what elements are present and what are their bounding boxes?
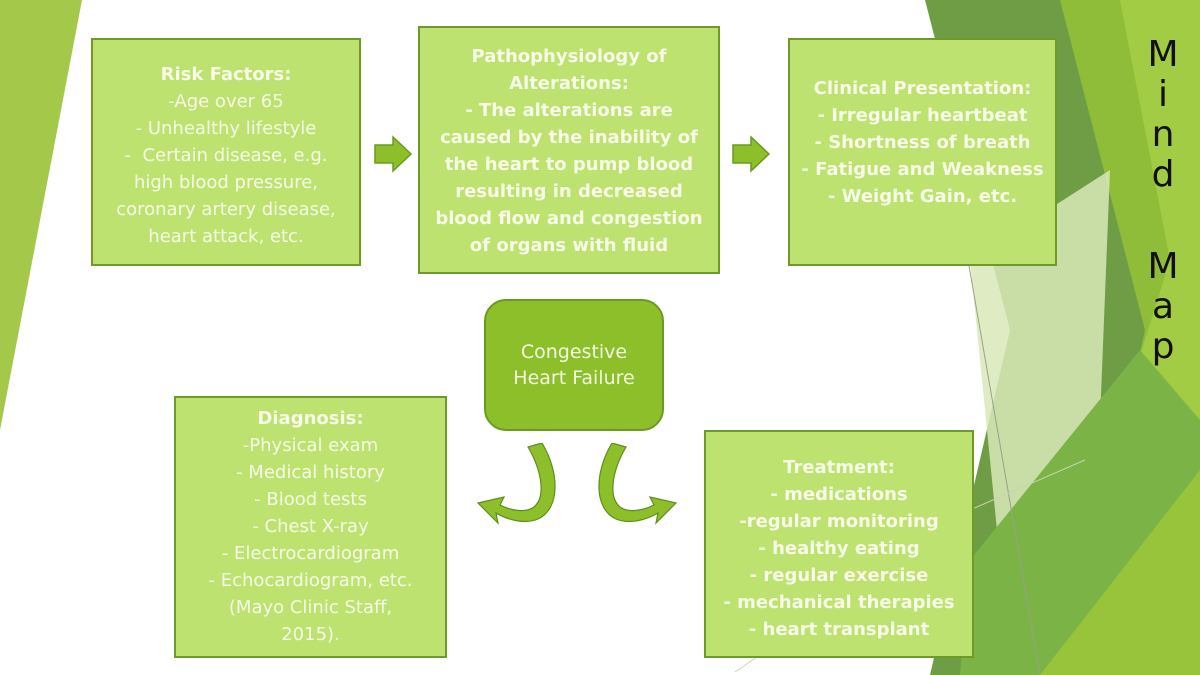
right-arrow-icon <box>374 135 413 173</box>
diagnosis-item: - Echocardiogram, etc. <box>208 570 413 591</box>
treatment-title: Treatment: <box>783 457 895 478</box>
pathophysiology-box: Pathophysiology of Alterations: - The al… <box>418 26 720 274</box>
title-letter: n <box>1151 114 1175 155</box>
risk-factor-item: high blood pressure, <box>133 172 319 193</box>
diagnosis-citation: 2015). <box>281 624 340 645</box>
right-arrow-icon <box>732 135 771 173</box>
pathophysiology-text: of organs with fluid <box>469 235 669 256</box>
curved-arrow-right-icon <box>598 443 678 525</box>
right-panel-bottom-light <box>1040 470 1200 675</box>
pathophysiology-title: Alterations: <box>509 73 629 94</box>
risk-factors-title: Risk Factors: <box>160 64 292 85</box>
clinical-presentation-item: - Shortness of breath <box>814 132 1031 153</box>
risk-factor-item: - Certain disease, e.g. <box>124 145 328 166</box>
diagnosis-citation: (Mayo Clinic Staff, <box>228 597 393 618</box>
clinical-presentation-title: Clinical Presentation: <box>813 78 1032 99</box>
title-letter: M <box>1147 34 1179 75</box>
diagnosis-box: Diagnosis: -Physical exam - Medical hist… <box>174 396 447 658</box>
title-letter: d <box>1151 154 1175 195</box>
treatment-item: - healthy eating <box>758 538 920 559</box>
pathophysiology-text: the heart to pump blood <box>444 154 694 175</box>
diagnosis-title: Diagnosis: <box>257 408 364 429</box>
risk-factors-box: Risk Factors: -Age over 65 - Unhealthy l… <box>91 38 361 266</box>
risk-factor-item: - Unhealthy lifestyle <box>135 118 317 139</box>
pathophysiology-text: blood flow and congestion <box>435 208 703 229</box>
treatment-item: - regular exercise <box>749 565 929 586</box>
treatment-box: Treatment: - medications -regular monito… <box>704 430 974 658</box>
pathophysiology-title: Pathophysiology of <box>471 46 667 67</box>
clinical-presentation-box: Clinical Presentation: - Irregular heart… <box>788 38 1057 266</box>
central-node-label: Heart Failure <box>513 367 635 389</box>
risk-factor-item: coronary artery disease, <box>116 199 336 220</box>
clinical-presentation-item: - Irregular heartbeat <box>817 105 1028 126</box>
title-letter: i <box>1157 74 1168 115</box>
treatment-item: -regular monitoring <box>739 511 939 532</box>
left-green-triangle <box>0 0 82 430</box>
risk-factor-item: heart attack, etc. <box>148 226 304 247</box>
diagnosis-item: - Blood tests <box>254 489 367 510</box>
thin-line <box>967 259 1041 675</box>
treatment-item: - heart transplant <box>748 619 930 640</box>
curved-arrow-left-icon <box>476 443 556 525</box>
title-letter: M <box>1147 246 1179 287</box>
pathophysiology-text: - The alterations are <box>465 100 673 121</box>
treatment-item: - mechanical therapies <box>723 592 955 613</box>
central-node-label: Congestive <box>520 341 628 363</box>
title-letter: p <box>1151 326 1175 367</box>
central-node-congestive-heart-failure: Congestive Heart Failure <box>484 299 664 431</box>
treatment-item: - medications <box>770 484 908 505</box>
diagnosis-item: -Physical exam <box>242 435 379 456</box>
slide-title-mind-map: M i n d M a p <box>1138 35 1188 367</box>
title-letter: a <box>1151 286 1175 327</box>
thin-line-2 <box>969 459 1086 511</box>
risk-factor-item: -Age over 65 <box>168 91 284 112</box>
diagnosis-item: - Electrocardiogram <box>221 543 400 564</box>
right-panel-pale <box>970 170 1110 560</box>
clinical-presentation-item: - Weight Gain, etc. <box>827 186 1018 207</box>
diagnosis-item: - Medical history <box>236 462 385 483</box>
pathophysiology-text: caused by the inability of <box>440 127 698 148</box>
clinical-presentation-item: - Fatigue and Weakness <box>801 159 1044 180</box>
pathophysiology-text: resulting in decreased <box>455 181 683 202</box>
diagnosis-item: - Chest X-ray <box>252 516 369 537</box>
